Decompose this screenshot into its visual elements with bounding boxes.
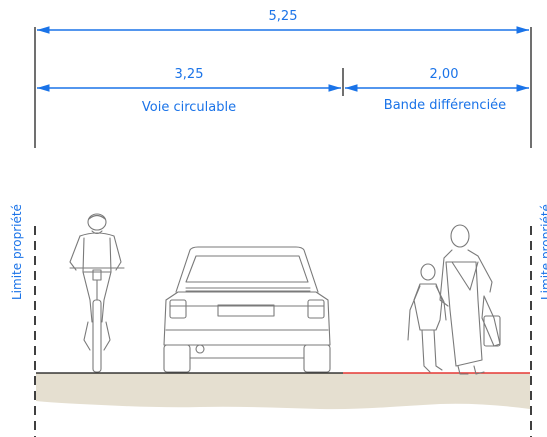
total-dimension-label: 5,25 (269, 9, 298, 24)
property-limit-left-label: Limite propriété (10, 204, 24, 300)
lane-dimension-label: 3,25 (175, 67, 204, 82)
car-rear-icon (163, 246, 331, 373)
extension-lines (34, 27, 532, 148)
cyclist-icon (69, 213, 125, 373)
ground (36, 372, 530, 410)
total-dimension: 5,25 (37, 9, 529, 34)
pedestrians-icon (407, 224, 501, 375)
property-limit-lines (34, 226, 532, 437)
lane-label: Voie circulable (142, 100, 236, 115)
band-dimension: 2,00 Bande différenciée (345, 67, 529, 113)
property-limit-right-label: Limite propriété (539, 204, 547, 300)
lane-dimension: 3,25 Voie circulable (37, 67, 341, 115)
band-dimension-label: 2,00 (430, 67, 459, 82)
band-label: Bande différenciée (384, 98, 506, 113)
